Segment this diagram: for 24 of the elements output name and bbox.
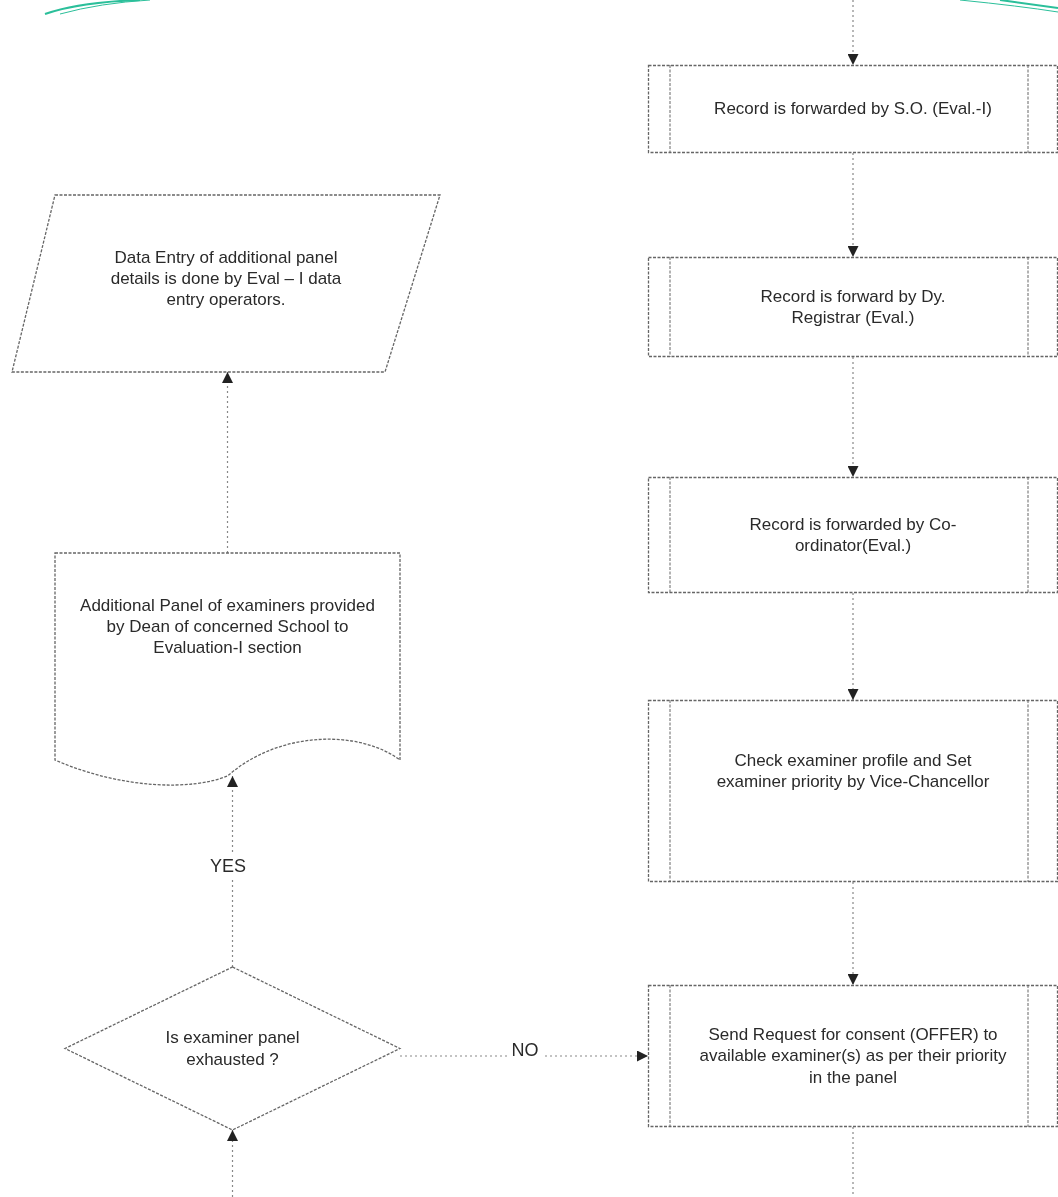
node-text: Record is forwarded by Co-ordinator(Eval.) [748,513,958,557]
node-text: Record is forwarded by S.O. (Eval.-I) [714,98,992,120]
arrow [227,775,238,968]
process-box [648,700,1058,882]
node-text: Data Entry of additional panel details is done by Eval – I data entry operators. [109,246,343,311]
arrow [847,592,859,701]
process-box [648,985,1058,1127]
arrow [847,152,859,258]
node-text: Send Request for consent (OFFER) to available examiner(s) as per their priority in the panel [698,1024,1008,1088]
arrow [847,0,859,66]
arrow [227,1129,238,1197]
node-text: Check examiner profile and Set examiner priority by Vice-Chancellor [715,749,991,793]
process-box [648,65,1058,153]
arrow [222,371,233,554]
node-text: Record is forward by Dy. Registrar (Eval.) [759,285,947,329]
node-text: Is examiner panel exhausted ? [164,1027,301,1070]
process-box [648,477,1058,593]
arrow [399,1050,649,1062]
arrow [847,881,859,986]
node-text: Additional Panel of examiners provided by Dean of concerned School to Evaluation-I section [79,594,376,659]
data-parallelogram [12,195,440,372]
arrow [847,356,859,478]
process-box [648,257,1058,357]
decision-diamond [65,967,400,1130]
